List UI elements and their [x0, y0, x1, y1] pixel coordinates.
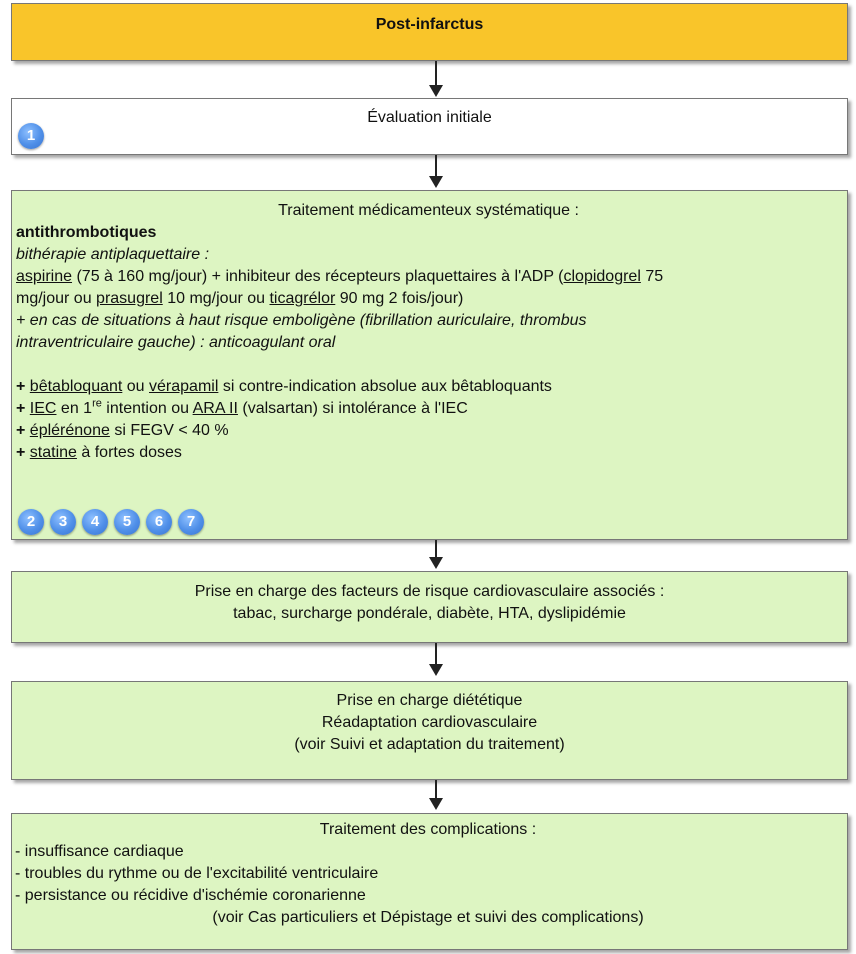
- complications-box: Traitement des complications : - insuffi…: [11, 813, 848, 950]
- flow-arrow: [435, 540, 437, 557]
- iec-line: + IEC en 1re intention ou ARA II (valsar…: [16, 397, 468, 417]
- reference-badge-3[interactable]: 3: [50, 509, 76, 535]
- link-prasugrel[interactable]: prasugrel: [96, 290, 163, 307]
- header-title: Post-infarctus: [375, 16, 484, 33]
- reference-badge-1[interactable]: 1: [18, 123, 44, 149]
- aspirine-line: aspirine (75 à 160 mg/jour) + inhibiteur…: [16, 268, 664, 285]
- anticoagulant-line-1: + en cas de situations à haut risque emb…: [16, 312, 587, 329]
- initial-evaluation-box: Évaluation initiale 1: [11, 98, 848, 155]
- complications-note: (voir Cas particuliers et Dépistage et s…: [212, 909, 644, 926]
- reference-badge-6[interactable]: 6: [146, 509, 172, 535]
- link-verapamil[interactable]: vérapamil: [149, 378, 219, 395]
- link-eplerenone[interactable]: éplérénone: [29, 422, 110, 439]
- diet-rehab-box: Prise en charge diététique Réadaptation …: [11, 681, 848, 780]
- flow-arrow: [435, 61, 437, 85]
- link-aspirine[interactable]: aspirine: [16, 268, 73, 285]
- flow-arrow: [435, 643, 437, 664]
- systematic-treatment-box: Traitement médicamenteux systématique : …: [11, 190, 848, 540]
- complication-item: - insuffisance cardiaque: [15, 843, 184, 860]
- arrow-head: [429, 85, 443, 97]
- link-statine[interactable]: statine: [29, 444, 77, 461]
- flow-arrow: [435, 155, 437, 176]
- arrow-head: [429, 664, 443, 676]
- diet-line-1: Prise en charge diététique: [336, 692, 523, 709]
- link-iec[interactable]: IEC: [29, 400, 57, 417]
- eplerenone-line: + éplérénone si FEGV < 40 %: [16, 422, 229, 439]
- anticoagulant-line-2: intraventriculaire gauche) : anticoagula…: [16, 334, 336, 351]
- dosage-line: mg/jour ou prasugrel 10 mg/jour ou ticag…: [16, 290, 464, 307]
- complication-item: - persistance ou récidive d'ischémie cor…: [15, 887, 366, 904]
- arrow-head: [429, 557, 443, 569]
- betabloquant-line: + bêtabloquant ou vérapamil si contre-in…: [16, 378, 552, 395]
- statine-line: + statine à fortes doses: [16, 444, 182, 461]
- treatment-heading: Traitement médicamenteux systématique :: [278, 202, 579, 219]
- reference-badge-5[interactable]: 5: [114, 509, 140, 535]
- link-ticagrelor[interactable]: ticagrélor: [269, 290, 336, 307]
- flow-arrow: [435, 780, 437, 798]
- risk-factors-line-1: Prise en charge des facteurs de risque c…: [194, 583, 665, 600]
- header-box: Post-infarctus: [11, 3, 848, 61]
- complications-heading: Traitement des complications :: [319, 821, 537, 838]
- risk-factors-box: Prise en charge des facteurs de risque c…: [11, 571, 848, 643]
- antithrombotiques-label: antithrombotiques: [16, 224, 157, 241]
- initial-evaluation-label: Évaluation initiale: [367, 109, 492, 126]
- complication-item: - troubles du rythme ou de l'excitabilit…: [15, 865, 379, 882]
- link-ara-ii[interactable]: ARA II: [192, 400, 238, 417]
- reference-badge-7[interactable]: 7: [178, 509, 204, 535]
- diet-line-3: (voir Suivi et adaptation du traitement): [294, 736, 565, 753]
- arrow-head: [429, 176, 443, 188]
- reference-badge-4[interactable]: 4: [82, 509, 108, 535]
- diet-line-2: Réadaptation cardiovasculaire: [321, 714, 538, 731]
- arrow-head: [429, 798, 443, 810]
- link-clopidogrel[interactable]: clopidogrel: [563, 268, 641, 285]
- link-betabloquant[interactable]: bêtabloquant: [29, 378, 123, 395]
- reference-badge-2[interactable]: 2: [18, 509, 44, 535]
- risk-factors-line-2: tabac, surcharge pondérale, diabète, HTA…: [233, 605, 626, 622]
- bitherapie-label: bithérapie antiplaquettaire :: [16, 246, 210, 263]
